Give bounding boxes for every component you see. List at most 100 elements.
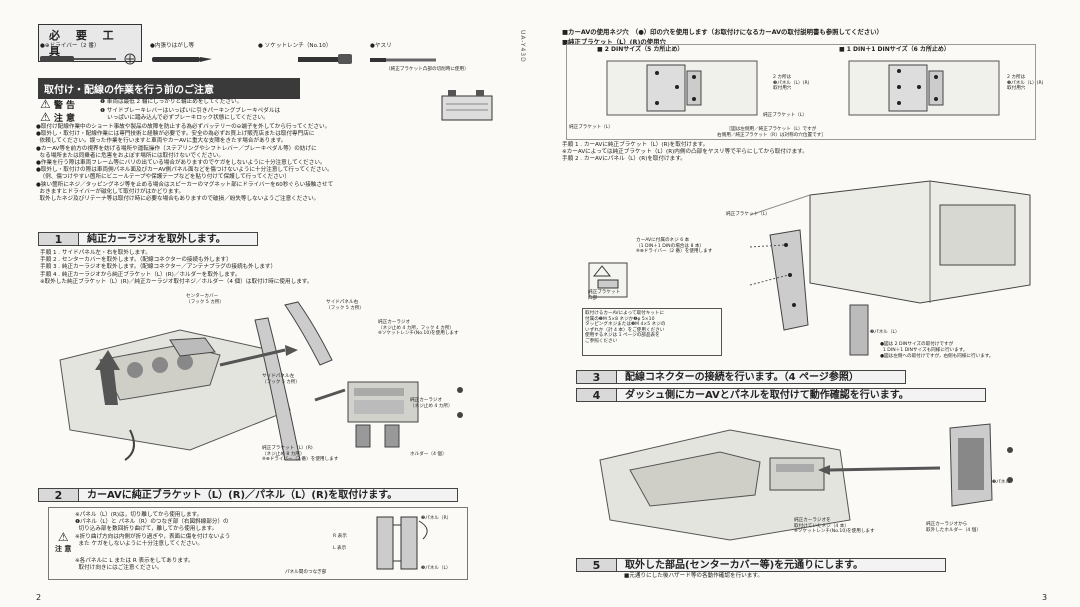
step-5-bar: 5 取外した部品(センターカバー等)を元通りにします。: [576, 558, 946, 572]
label-side-panel-right: サイドパネル右 （フック 5 カ所）: [326, 300, 365, 311]
warning-text: ❶ 車両は最低 2 輪にしっかりと輪止めをしてください。: [100, 99, 243, 105]
step-1-title: 純正カーラジオを取外します。: [87, 234, 226, 245]
step-5-number: 5: [577, 559, 617, 572]
tool-file: ●ヤスリ: [370, 43, 392, 49]
step-2-text: ※パネル（L）(R)は，切り離してから使用します。 ❶パネル（L）と パネル（R…: [75, 512, 231, 547]
step-2-bar: 2 カーAVに純正ブラケット（L）(R)／パネル（L）(R)を取付けます。: [38, 488, 458, 502]
label-side-panel-left: サイドパネル左 （フック 5 カ所）: [262, 374, 301, 385]
step-4-illustration: [599, 423, 1013, 541]
label-bracket: 純正ブラケット（L）(R) （ネジ止め 8 カ所） ※⊕ドライバー（2 番）を使…: [262, 446, 339, 463]
label-center-cover: センターカバー （フック 5 カ所）: [186, 294, 225, 305]
step-4-panel-label: ❷パネル: [992, 480, 1010, 485]
note-line: なる場所または同乗者に危害をおよぼす場所には取付けないでください。: [36, 152, 224, 159]
bracket-heading: ■純正ブラケット（L）(R)の使用穴: [562, 38, 666, 46]
step-4-holder-label: 純正カーラジオから 取外したホルダー（4 個）: [926, 522, 981, 533]
unit-assembly-illustration: [749, 180, 1031, 356]
step-1-illustration: [59, 301, 463, 461]
diagram-panel-l-label: ❷パネル（L）: [870, 330, 900, 335]
step-4-title: ダッシュ側にカーAVとパネルを取付けて動作確認を行います。: [625, 390, 909, 401]
step-1-number: 1: [39, 233, 79, 246]
note-line: ●取外し・取付け・配線作業には専門技術と経験が必要です。安全の為必ずお買上げ販売…: [36, 131, 315, 138]
step-3-number: 3: [577, 371, 617, 384]
diagram-note-2: ●図は左側への取付けですが，右側も同様に行います。: [880, 354, 994, 359]
bracket-hole-figure: ■ 2 DINサイズ（5 カ所止め） ■ 1 DIN＋1 DINサイズ（6 カ所…: [566, 44, 1043, 140]
note-line: ●カーAV等を前方の視界を妨げる場所や運転操作（ステアリングやシフトレバー／ブレ…: [36, 145, 317, 152]
procedure-line: 手順 2 . カーAVにパネル（L）(R)を取付けます。: [562, 156, 686, 163]
step-4-radio-label: 純正カーラジオを 取付けていたネジ（4 本） ※ソケットレンチ(No.10)を使…: [794, 518, 875, 535]
right-page: ■カーAVの使用ネジ穴 （●）印の穴を使用します（お取付けになるカーAVの取付説…: [540, 0, 1080, 607]
size-1din-label: ■ 1 DIN＋1 DINサイズ（6 カ所止め）: [839, 46, 950, 53]
note-line: ●取外し・取付けの際は車両側パネル面及びカーAV側パネル面などを傷つけないように…: [36, 167, 333, 174]
note-line: ●狭い箇所にネジ／タッピングネジ等を止める場合はスピーカーのマグネット部にドライ…: [36, 181, 334, 188]
precaution-heading: 取付け・配線の作業を行う前のご注意: [38, 78, 300, 99]
bracket-closeup-label: 純正ブラケット 凸部: [588, 290, 621, 301]
l-mark-label: L 表示: [333, 546, 347, 551]
panel-l-label: ❷パネル（L）: [421, 566, 451, 571]
note-line: 取外したネジ及びリテーナ等は取付け時に必要な場合もありますので破損／紛失等しない…: [36, 196, 320, 203]
note-line: ●取付け配線作業中のショート事故や製品の故障を防止する為必ずバッテリーの⊖端子を…: [36, 124, 331, 130]
bracket-closeup: [588, 262, 628, 298]
procedure-line: 手順 2 . センターカバーを取外します。（配線コネクターの接続も外します）: [40, 257, 232, 264]
warning-label-row: ⚠ 警 告: [40, 97, 75, 111]
label-holder: ホルダー（4 個）: [410, 452, 447, 457]
step-3-bar: 3 配線コネクターの接続を行います。（4 ページ参照）: [576, 370, 906, 384]
size-2din-label: ■ 2 DINサイズ（5 カ所止め）: [597, 46, 684, 53]
diagram-bracket-label: 純正ブラケット（L）: [726, 212, 770, 217]
bracket-hole-diagrams: [606, 60, 1000, 116]
panel-illustration: [376, 516, 428, 570]
step-1-procedure: 手順 1 . サイドパネル左・右を取外します。 手順 2 . センターカバーを取…: [40, 250, 312, 286]
bracket-l-label-left: 純正ブラケット（L）: [569, 125, 613, 130]
label-radio-screws: 純正カーラジオ （ネジ止め 4 カ所，フック 4 カ所） ※ソケットレンチ(No…: [378, 320, 459, 337]
model-code: UA-Y43D: [519, 30, 526, 63]
caution-label-row: ⚠ 注 意: [40, 110, 75, 124]
procedure-line: ※取外した純正ブラケット（L）(R)／純正カーラジオ取付ネジ／ホルダー（4 個）…: [40, 278, 313, 285]
procedure-line: 手順 3 . 純正カーラジオを取外します。（配線コネクター／アンテナプラグの接続…: [40, 264, 277, 271]
note-line: ●作業を行う際は車両フレーム等にバリの出ている場合がありますのでケガをしないよう…: [36, 160, 326, 167]
left-page: 必 要 工 具 ●⊕ドライバー（2 番） ●内張りはがし等 ● ソケットレンチ（…: [36, 24, 493, 602]
right-procedure: 手順 1 . カーAVに純正ブラケット（L）(R)を取付けます。 ※カーAVによ…: [562, 142, 808, 164]
tool-trim-remover: ●内張りはがし等: [150, 43, 195, 49]
caution-label: 注 意: [53, 114, 76, 124]
step-2-number: 2: [39, 489, 79, 502]
step-2-box: ⚠ 注 意 ※パネル（L）(R)は，切り離してから使用します。 ❶パネル（L）と…: [48, 507, 468, 580]
battery-icon: [441, 90, 493, 121]
note-line: おきますとドライバーが磁化して取付けがはかどります。: [36, 188, 185, 195]
tools-heading: 必 要 工 具: [38, 24, 142, 62]
socket-wrench-illustration: [298, 54, 352, 64]
panel-r-label: ❷パネル（R）: [421, 516, 452, 521]
step-2-caution-label: 注 意: [55, 545, 72, 553]
procedure-line: ※カーAVによっては純正ブラケット（L）(R)内側の凸部をヤスリ等で平らにしてか…: [562, 149, 808, 156]
figure-note: ［図は左側用／純正ブラケット（L）ですが 右側用／純正ブラケット（R）は対称の穴…: [717, 127, 826, 138]
trim-remover-illustration: [152, 57, 212, 62]
procedure-line: 手順 4 . 純正カーラジオから純正ブラケット（L）(R)／ホルダーを取外します…: [40, 271, 241, 278]
bracket-l-label-top: 純正ブラケット（L）: [763, 113, 807, 118]
procedure-line: 手順 1 . カーAVに純正ブラケット（L）(R)を取付けます。: [562, 142, 709, 148]
note-line: 依頼してください。誤った作業を行いますと車両やカーAVに重大な支障をきたす場合が…: [36, 138, 287, 145]
r-mark-label: R 表示: [333, 534, 347, 539]
step-2-title: カーAVに純正ブラケット（L）(R)／パネル（L）(R)を取付けます。: [87, 490, 398, 501]
hole-label-1din: 2 カ所は ❷パネル（L）(R) 取付用穴: [1007, 75, 1044, 92]
step-5-note: ■元通りにした後ハザード等の各動作確認を行います。: [624, 573, 763, 579]
page-number-right: 3: [1042, 593, 1048, 602]
screw-heading: ■カーAVの使用ネジ穴 （●）印の穴を使用します（お取付けになるカーAVの取付説…: [562, 28, 883, 36]
step-2-note: ※各パネルに L または R 表示をしてあります。 取付け向きにはご注意ください…: [75, 558, 194, 572]
tool-screwdriver: ●⊕ドライバー（2 番）: [40, 43, 100, 49]
notes-list: ●取付け配線作業中のショート事故や製品の故障を防止する為必ずバッテリーの⊖端子を…: [36, 124, 333, 203]
step-5-title: 取外した部品(センターカバー等)を元通りにします。: [625, 560, 864, 571]
warning-label: 警 告: [53, 101, 76, 111]
caution-triangle-icon: ⚠: [40, 110, 51, 124]
step-3-title: 配線コネクターの接続を行います。（4 ページ参照）: [625, 372, 859, 383]
tools-note: （純正ブラケット凸部の切削時に使用）: [386, 67, 469, 72]
caution-triangle-icon: ⚠: [57, 530, 69, 544]
screw-selection-box: 取付けるカーAVによって取付キットに 付属の❷M 5×8 ネジか❷φ 5×10 …: [582, 308, 722, 356]
note-line: （例、傷つけやすい箇所にビニールテープや保護テープなどを貼り付けて保護して行って…: [36, 174, 290, 181]
page-number-left: 2: [36, 593, 42, 602]
step-1-bar: 1 純正カーラジオを取外します。: [38, 232, 258, 246]
file-illustration: [370, 58, 436, 62]
hole-label-2din: 2 カ所は ❷パネル（L）(R) 取付用穴: [773, 75, 810, 92]
diagram-screws-label: カーAVに付属のネジ 6 本 （1 DIN＋1 DINの場合は 8 本） ※⊕ド…: [636, 238, 713, 255]
caution-text: ❶ サイドブレーキレバーはいっぱいに引きパーキングブレーキペダルは いっぱいに踏…: [100, 108, 281, 122]
procedure-line: 手順 1 . サイドパネル左・右を取外します。: [40, 250, 151, 256]
screwdriver-illustration: [40, 53, 136, 65]
warning-triangle-icon: ⚠: [40, 97, 51, 111]
